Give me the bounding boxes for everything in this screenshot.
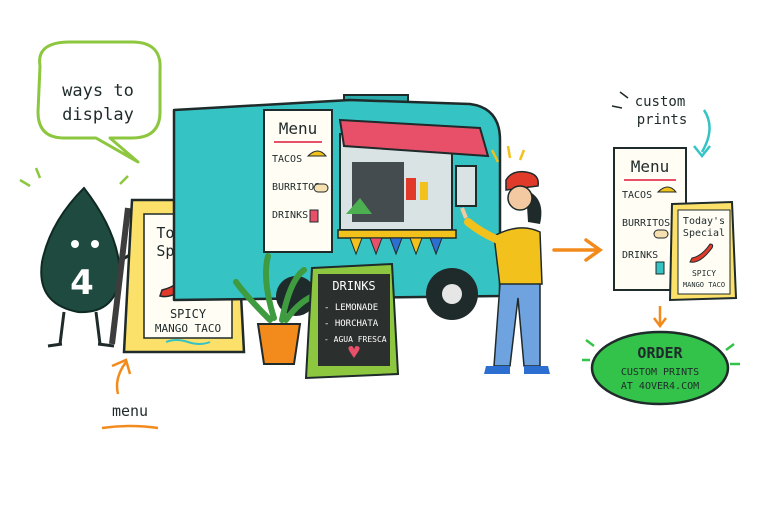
print-menu-item-3: DRINKS [622, 250, 658, 261]
print-chili-icon [689, 243, 714, 263]
chalkboard-sign: DRINKS - LEMONADE - HORCHATA - AGUA FRES… [304, 262, 400, 380]
print-special-sign: Today's Special SPICY MANGO TACO [668, 200, 738, 302]
print-special-title-1: Today's [683, 216, 725, 227]
truck-menu-item-1: TACOS [272, 154, 302, 165]
print-drink-icon [655, 261, 665, 275]
drink-cup-icon [309, 209, 319, 223]
arrow-right-icon [552, 238, 604, 262]
aframe-item-2: MANGO TACO [155, 322, 221, 335]
potted-plant [233, 253, 321, 365]
chalkboard-title: DRINKS [332, 279, 375, 293]
caption-custom-line-2: prints [637, 112, 688, 128]
caption-custom-prints: custom prints [611, 91, 711, 159]
burrito-icon [313, 183, 329, 193]
truck-menu-item-3: DRINKS [272, 210, 308, 221]
cta-line-2: CUSTOM PRINTS [621, 367, 699, 378]
customer-person [460, 145, 550, 374]
print-menu-title: Menu [631, 157, 670, 176]
truck-menu-title: Menu [279, 119, 318, 138]
food-truck [172, 94, 502, 320]
caption-custom-line-1: custom [635, 94, 686, 110]
order-cta-button[interactable]: ORDER CUSTOM PRINTS AT 4OVER4.COM [590, 330, 730, 406]
callout-line-1: ways to [62, 81, 134, 101]
print-menu-item-1: TACOS [622, 190, 652, 201]
aframe-item-1: SPICY [170, 307, 207, 321]
chalkboard-item-2: - HORCHATA [324, 319, 379, 329]
chalkboard-item-3: - AGUA FRESCA [324, 335, 387, 344]
arrow-down-icon [653, 306, 667, 329]
chalkboard-item-1: - LEMONADE [324, 303, 378, 313]
heart-icon [348, 346, 360, 358]
truck-menu-item-2: BURRITOS [272, 182, 320, 193]
print-taco-icon [656, 186, 678, 193]
mascot-number: 4 [70, 263, 94, 303]
caption-menu: menu [101, 358, 159, 430]
print-menu-item-2: BURRITOS [622, 218, 670, 229]
callout-bubble: ways to display [36, 40, 162, 164]
print-special-item-2: MANGO TACO [683, 281, 725, 289]
print-special-item-1: SPICY [692, 269, 716, 278]
cta-line-1: ORDER [637, 344, 683, 362]
callout-line-2: display [62, 105, 134, 125]
cta-line-3: AT 4OVER4.COM [621, 381, 699, 392]
print-special-title-2: Special [683, 228, 725, 239]
truck-menu-poster: Menu TACOS BURRITOS DRINKS [263, 109, 333, 253]
caption-menu-text: menu [112, 402, 148, 420]
taco-icon [306, 150, 328, 157]
print-burrito-icon [653, 229, 669, 239]
